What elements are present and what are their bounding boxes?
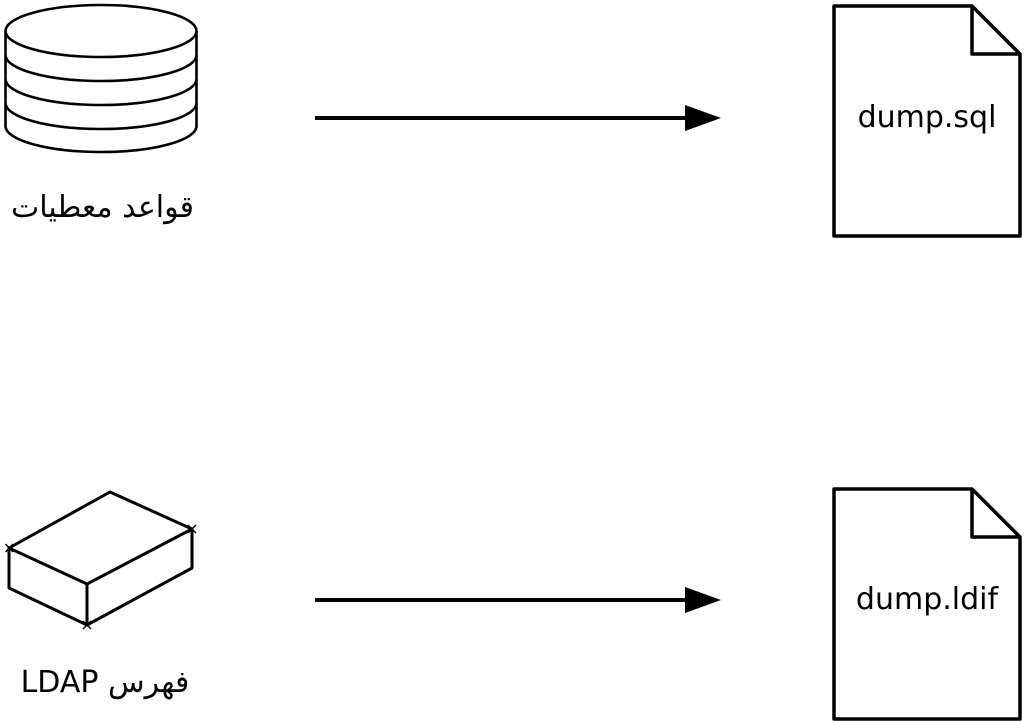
document-fold-corner bbox=[970, 6, 1020, 56]
document-file-icon bbox=[832, 487, 1022, 721]
arrow-bottom-icon bbox=[315, 587, 721, 613]
document-outline bbox=[832, 4, 1022, 238]
connection-point-mark bbox=[5, 543, 14, 553]
arrow-head bbox=[685, 587, 721, 613]
cylinder-disc-line bbox=[4, 78, 198, 107]
box-right-face bbox=[86, 529, 194, 627]
box-top-face bbox=[7, 490, 194, 586]
connection-point-mark bbox=[187, 524, 197, 534]
arrow-top-icon bbox=[315, 105, 721, 131]
document-fold-corner bbox=[970, 489, 1020, 539]
cylinder-top-ellipse bbox=[4, 3, 198, 59]
connection-point-mark bbox=[82, 620, 92, 630]
ldap-label: فهرس LDAP bbox=[20, 665, 190, 700]
database-label: قواعد معطيات bbox=[11, 190, 194, 225]
cylinder-disc-line bbox=[4, 54, 198, 83]
ldap-box-icon bbox=[5, 490, 197, 630]
file-name-ldif: dump.ldif bbox=[855, 582, 999, 617]
file-name-sql: dump.sql bbox=[857, 100, 997, 135]
document-file-icon bbox=[832, 4, 1022, 238]
box-left-face bbox=[7, 548, 89, 627]
document-outline bbox=[832, 487, 1022, 721]
arrow-head bbox=[685, 105, 721, 131]
cylinder-disc-line bbox=[4, 102, 198, 131]
database-cylinder-icon bbox=[4, 3, 198, 154]
cylinder-bottom-arc bbox=[4, 125, 198, 154]
